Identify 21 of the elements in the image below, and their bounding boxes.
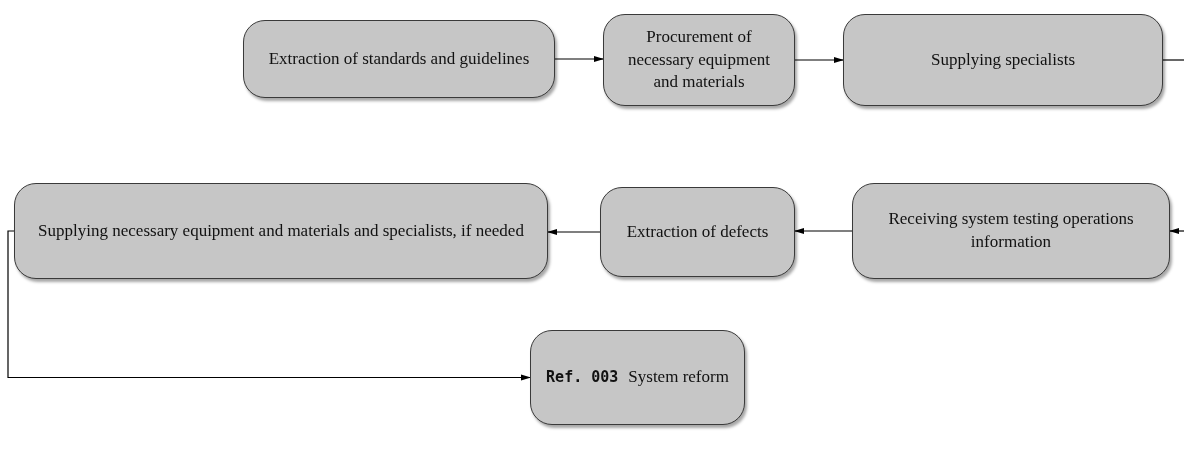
step-text: Extraction of defects bbox=[626, 220, 769, 243]
reference-code: Ref. 003 bbox=[546, 367, 619, 388]
process-box bbox=[600, 187, 795, 277]
arrow bbox=[794, 57, 844, 63]
step-text: Extraction of standards and guidelines bbox=[268, 47, 530, 70]
arrow bbox=[1169, 228, 1184, 234]
process-box bbox=[530, 330, 745, 425]
process-box bbox=[852, 183, 1170, 279]
step-text: Procurement of necessary equipment and materials bbox=[626, 25, 772, 94]
process-box bbox=[243, 20, 555, 98]
process-box bbox=[603, 14, 795, 106]
process-box bbox=[14, 183, 548, 279]
step-text: Supplying necessary equipment and materials and specialists, if needed bbox=[38, 219, 524, 242]
process-box bbox=[843, 14, 1163, 106]
arrow bbox=[794, 228, 853, 234]
step-text: Receiving system testing operations information bbox=[887, 208, 1135, 253]
arrow bbox=[554, 56, 604, 62]
arrow bbox=[547, 229, 601, 235]
arrow bbox=[7, 230, 531, 381]
step-text: System reform bbox=[628, 366, 729, 389]
step-text: Supplying specialists bbox=[931, 48, 1075, 71]
